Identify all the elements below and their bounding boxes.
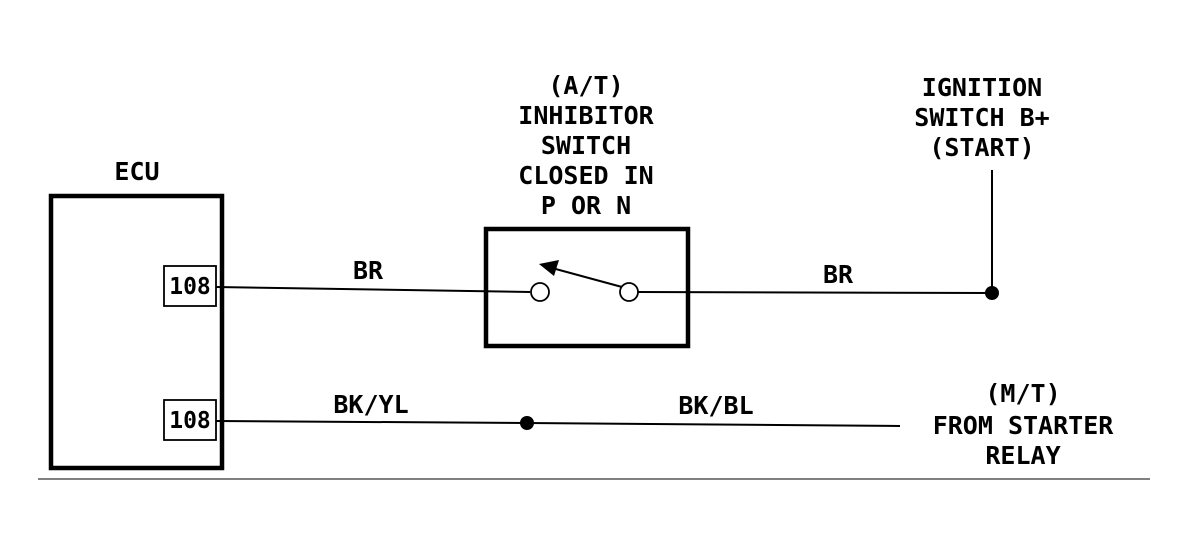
- ecu-label: ECU: [114, 157, 159, 186]
- ignition-switch-label-2: SWITCH B+: [914, 103, 1049, 132]
- ecu-module: ECU 108 108: [48, 157, 225, 471]
- inhibitor-switch-label-1: (A/T): [548, 71, 623, 100]
- starter-relay-label-1: (M/T): [985, 379, 1060, 408]
- switch-contact-left: [530, 282, 550, 302]
- ecu-pin-bottom: 108: [169, 408, 211, 434]
- wire-br-left: [215, 286, 531, 293]
- inhibitor-switch-label-4: CLOSED IN: [518, 161, 653, 190]
- wire-label-br-left: BR: [353, 256, 384, 285]
- starter-relay-label-2: FROM STARTER: [933, 411, 1115, 440]
- splice-dot-ignition: [985, 286, 999, 300]
- bk-circuit: BK/YL BK/BL: [215, 390, 901, 430]
- ecu-pin-bottom-box: [163, 399, 217, 441]
- wire-label-br-right: BR: [823, 260, 854, 289]
- starter-relay-label-3: RELAY: [985, 441, 1060, 470]
- wire-br-right: [637, 291, 993, 294]
- switch-blade: [551, 267, 623, 288]
- ecu-pin-top-box: [163, 265, 217, 307]
- inhibitor-switch: (A/T) INHIBITOR SWITCH CLOSED IN P OR N: [483, 71, 691, 349]
- ignition-switch: IGNITION SWITCH B+ (START): [914, 73, 1049, 162]
- wire-bk-bl: [526, 422, 901, 427]
- wire-label-bk-bl: BK/BL: [678, 391, 753, 420]
- inhibitor-switch-label-3: SWITCH: [541, 131, 631, 160]
- wire-bk-yl: [215, 420, 528, 424]
- starter-relay: (M/T) FROM STARTER RELAY: [933, 379, 1115, 470]
- wire-label-bk-yl: BK/YL: [333, 390, 408, 419]
- inhibitor-switch-label-5: P OR N: [541, 191, 631, 220]
- inhibitor-switch-label-2: INHIBITOR: [518, 101, 654, 130]
- switch-contact-right: [619, 282, 639, 302]
- ecu-box: [48, 193, 225, 471]
- inhibitor-switch-box: [483, 226, 691, 349]
- ecu-pin-top: 108: [169, 274, 211, 300]
- br-circuit: BR BR: [215, 170, 999, 300]
- ignition-switch-label-3: (START): [929, 133, 1034, 162]
- ignition-switch-label-1: IGNITION: [922, 73, 1042, 102]
- switch-blade-arrowhead: [539, 260, 559, 276]
